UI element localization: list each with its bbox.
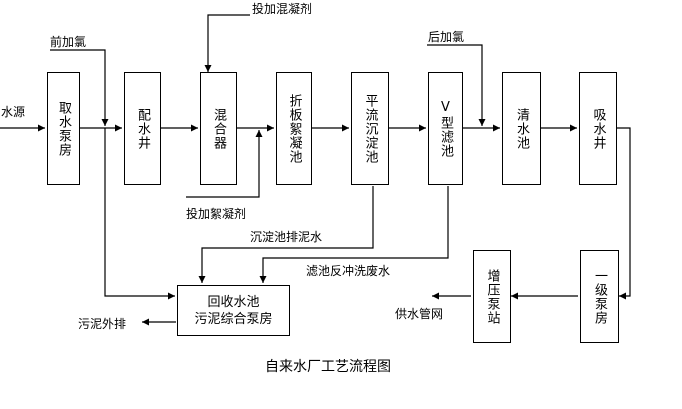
primary-pump-station-label: 一级泵房: [592, 268, 607, 325]
sludge-drain-label: 沉淀池排泥水: [250, 230, 323, 244]
horizontal-sedimentation-tank-label: 平流沉淀池: [362, 93, 378, 164]
coagulant-dosing-label: 投加混凝剂: [252, 2, 313, 16]
recovery-tank-label: 回收水池: [207, 294, 260, 310]
pre-chlorine-line: [50, 49, 109, 126]
distribution-well: 配水井: [124, 72, 161, 185]
recovery-tank-sludge-pump-house: 回收水池 污泥综合泵房: [177, 285, 290, 336]
clear-water-tank-label: 清水池: [514, 107, 529, 150]
sludge-pump-house-label: 污泥综合泵房: [194, 311, 273, 327]
baffled-flocculation-tank-label: 折板絮凝池: [286, 93, 302, 164]
sludge-discharge-label: 污泥外排: [78, 317, 127, 331]
coagulant-line: [204, 14, 250, 72]
backwash-wastewater-label: 滤池反冲洗废水: [306, 264, 391, 278]
mixer: 混合器: [200, 72, 237, 185]
v-filter-label: V型滤池: [438, 99, 453, 158]
backwash-line: [259, 186, 449, 283]
clear-water-tank: 清水池: [502, 72, 541, 185]
flow-suction-well-to-pump-station: [617, 127, 631, 300]
booster-pump-station-label: 增压泵站: [484, 268, 500, 325]
post-chlorine-line: [427, 44, 486, 126]
intake-pump-house-label: 取水泵房: [56, 100, 71, 157]
mixer-label: 混合器: [211, 107, 226, 150]
intake-pump-house: 取水泵房: [47, 72, 80, 185]
supply-network-label: 供水管网: [395, 307, 444, 321]
v-filter: V型滤池: [428, 72, 463, 185]
primary-pump-station: 一级泵房: [580, 250, 619, 343]
baffled-flocculation-tank: 折板絮凝池: [276, 72, 312, 185]
water-source-label: 水源: [1, 105, 26, 119]
diagram-title: 自来水厂工艺流程图: [265, 359, 391, 375]
flocculant-line: [186, 130, 263, 198]
flocculant-dosing-label: 投加絮凝剂: [186, 207, 247, 221]
sludge-drain-line: [198, 186, 374, 283]
suction-well-label: 吸水井: [590, 107, 606, 150]
post-chlorination-label: 后加氯: [428, 30, 465, 44]
horizontal-sedimentation-tank: 平流沉淀池: [351, 72, 389, 185]
pre-chlorination-label: 前加氯: [50, 35, 87, 49]
recycle-line: [104, 128, 175, 300]
suction-well: 吸水井: [579, 72, 617, 185]
distribution-well-label: 配水井: [135, 107, 150, 150]
booster-pump-station: 增压泵站: [473, 250, 511, 343]
